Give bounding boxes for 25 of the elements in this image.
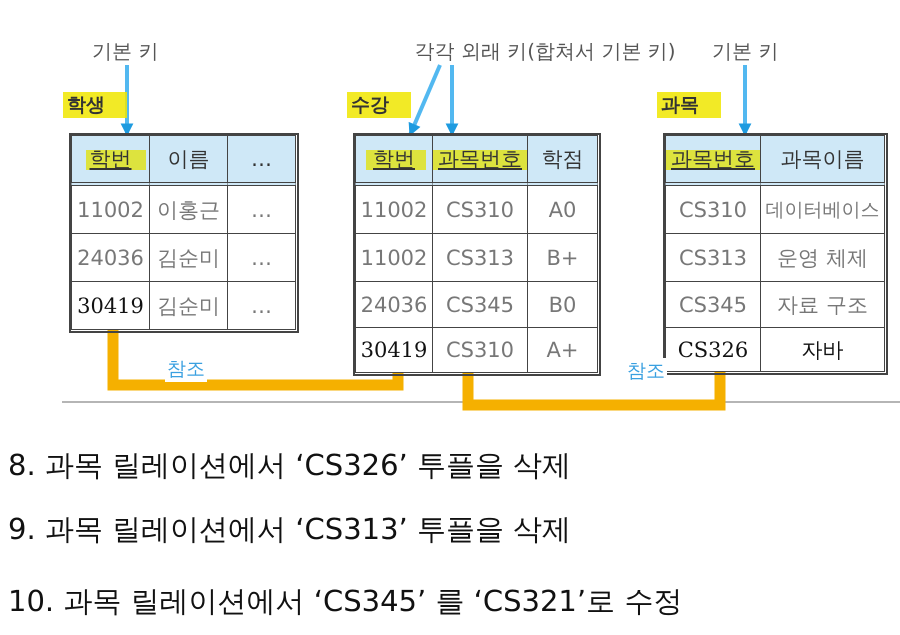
key-label: 기본 키 bbox=[712, 38, 778, 65]
reference-line bbox=[462, 372, 726, 410]
column-header: 과목번호 bbox=[665, 135, 761, 186]
column-header: 과목이름 bbox=[760, 135, 885, 186]
table-cell: 30419 bbox=[71, 281, 150, 330]
table-cell: A+ bbox=[527, 327, 598, 373]
key-label: 기본 키 bbox=[92, 38, 158, 65]
column-header: 학번 bbox=[71, 135, 150, 186]
list-item: 9. 과목 릴레이션에서 ‘CS313’ 투플을 삭제 bbox=[8, 511, 572, 548]
column-header: 학번 bbox=[355, 135, 433, 186]
column-header: 이름 bbox=[149, 135, 228, 186]
key-label: 각각 외래 키(합쳐서 기본 키) bbox=[414, 38, 676, 65]
reference-line bbox=[108, 330, 404, 390]
list-item: 8. 과목 릴레이션에서 ‘CS326’ 투플을 삭제 bbox=[8, 447, 572, 484]
table-cell: CS326 bbox=[665, 327, 761, 372]
table-cell: 자바 bbox=[760, 327, 885, 372]
table-cell: … bbox=[227, 281, 296, 330]
list-item: 10. 과목 릴레이션에서 ‘CS345’ 를 ‘CS321’로 수정 bbox=[8, 583, 682, 620]
table-title: 학생 bbox=[63, 92, 127, 118]
column-header: 학점 bbox=[527, 135, 598, 186]
column-header: … bbox=[227, 135, 296, 186]
table-title: 수강 bbox=[347, 92, 411, 118]
column-header: 과목번호 bbox=[432, 135, 528, 186]
table-cell: 30419 bbox=[355, 327, 433, 373]
table-title: 과목 bbox=[657, 92, 721, 118]
